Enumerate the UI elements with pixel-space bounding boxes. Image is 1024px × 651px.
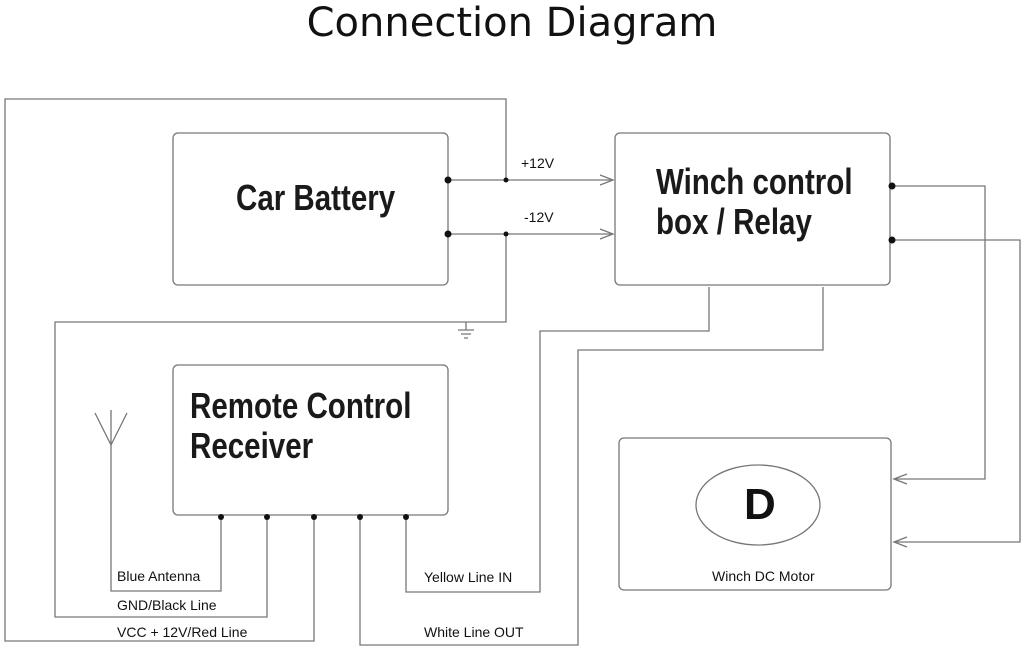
relay-box: [614, 132, 891, 286]
motor-arrow-1: [892, 473, 908, 485]
receiver-label-line2: Receiver: [190, 425, 314, 466]
receiver-pin-white: [357, 514, 363, 520]
relay-output-1-terminal: [888, 182, 896, 190]
minus-12v-label: -12V: [524, 209, 554, 225]
minus-arrow: [599, 228, 615, 240]
car-battery-box: [172, 132, 449, 286]
motor-label: Winch DC Motor: [712, 568, 815, 584]
motor-symbol-letter: D: [744, 480, 776, 529]
vcc-label: VCC + 12V/Red Line: [117, 624, 248, 640]
receiver-box: [172, 364, 449, 516]
page-title: Connection Diagram: [306, 0, 718, 46]
battery-plus-terminal: [444, 176, 452, 184]
battery-minus-terminal: [444, 230, 452, 238]
ground-wire: [54, 234, 507, 618]
motor-box: [618, 437, 892, 591]
relay-output-2-terminal: [888, 236, 896, 244]
yellow-line-label: Yellow Line IN: [424, 569, 513, 585]
plus-junction: [503, 177, 509, 183]
relay-motor-wire-2: [892, 239, 1021, 543]
gnd-label: GND/Black Line: [117, 597, 217, 613]
receiver-pin-yellow: [403, 514, 409, 520]
white-line-label: White Line OUT: [424, 624, 524, 640]
minus-junction: [503, 231, 509, 237]
relay-label-line2: box / Relay: [656, 201, 812, 242]
battery-label: Car Battery: [236, 177, 396, 218]
receiver-label-line1: Remote Control: [190, 385, 412, 426]
plus-12v-label: +12V: [521, 155, 555, 171]
blue-antenna-label: Blue Antenna: [117, 568, 201, 584]
antenna-wire: [110, 445, 222, 592]
relay-motor-wire-1: [892, 185, 986, 480]
receiver-pin-gnd: [264, 514, 270, 520]
white-line-wire: [359, 287, 824, 646]
yellow-line-wire: [405, 287, 710, 593]
relay-label-line1: Winch control: [656, 161, 853, 202]
motor-symbol-circle: [695, 464, 821, 546]
receiver-pin-vcc: [311, 514, 317, 520]
motor-arrow-2: [892, 536, 908, 548]
ground-symbol: [458, 322, 474, 339]
antenna-icon: [94, 410, 128, 446]
vcc-loop-wire: [4, 98, 507, 642]
plus-arrow: [599, 174, 615, 186]
receiver-pin-antenna: [218, 514, 224, 520]
